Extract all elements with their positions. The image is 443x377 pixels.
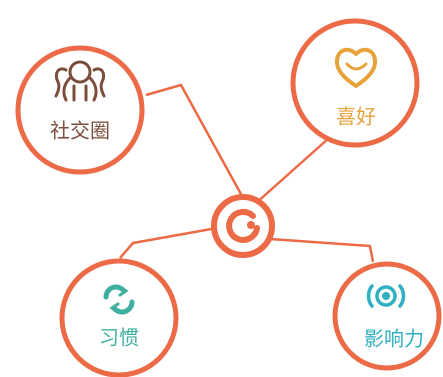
node-influence-label: 影响力 [364,327,424,351]
cycle-arrows-icon [103,284,135,315]
connector-habit [119,226,218,259]
hub-node[interactable] [211,194,275,258]
node-social[interactable]: 社交圈 [15,45,145,175]
node-influence[interactable]: 影响力 [332,261,442,371]
node-habit-label: 习惯 [99,326,139,350]
node-social-label: 社交圈 [50,119,110,143]
refresh-dot-icon [226,208,260,243]
broadcast-icon [366,284,406,308]
connector-influence [269,237,375,263]
node-hobby[interactable]: 喜好 [290,18,420,148]
people-group-icon [54,60,106,102]
node-hobby-label: 喜好 [336,105,376,129]
heart-icon [334,47,378,88]
connector-social [145,83,244,197]
connector-hobby [254,137,330,205]
node-habit[interactable]: 习惯 [59,258,179,377]
